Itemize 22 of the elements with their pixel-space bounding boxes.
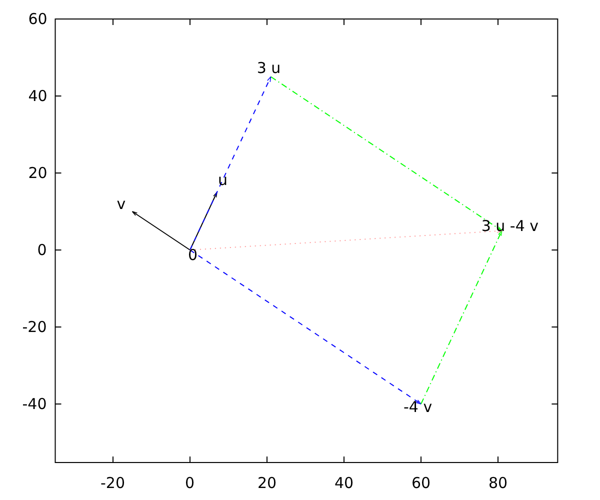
axis-tick-label: 0 bbox=[185, 474, 195, 492]
axis-tick-label: 20 bbox=[258, 474, 277, 492]
point-label: 0 bbox=[188, 246, 198, 264]
axis-tick-label: -20 bbox=[22, 318, 47, 336]
axis-tick-label: 40 bbox=[334, 474, 354, 492]
point-label: -4 v bbox=[404, 398, 432, 416]
point-label: v bbox=[116, 196, 126, 213]
vector-arrow bbox=[190, 250, 422, 404]
vector-arrow bbox=[270, 76, 502, 232]
axis-tick-label: -40 bbox=[22, 396, 47, 412]
axis-tick-label: -20 bbox=[100, 474, 125, 492]
vector-arrow bbox=[132, 211, 190, 250]
axis-tick-label: 60 bbox=[28, 10, 48, 28]
axis-tick-label: 40 bbox=[28, 88, 48, 104]
vector-arrow bbox=[190, 76, 272, 250]
axis-tick-label: 60 bbox=[412, 474, 431, 492]
point-label: 3 u bbox=[256, 60, 281, 78]
axis-tick-label: 80 bbox=[488, 474, 508, 492]
axis-tick-label: 20 bbox=[28, 164, 48, 182]
vector-arrow bbox=[420, 230, 502, 404]
point-label: u bbox=[218, 172, 228, 189]
axis-tick-label: 0 bbox=[37, 242, 47, 258]
